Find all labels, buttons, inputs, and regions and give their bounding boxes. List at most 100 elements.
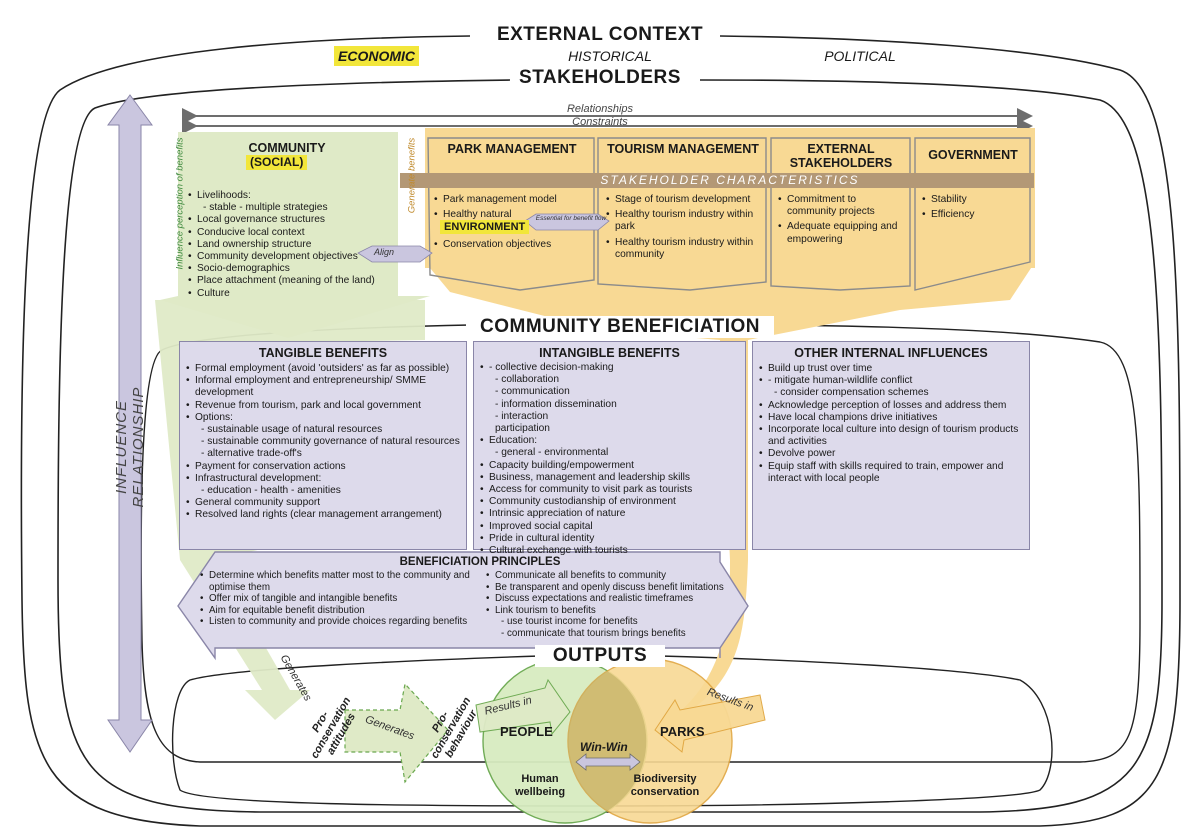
parks-label: PARKS <box>660 724 705 739</box>
intangible-item-text: Improved social capital <box>489 520 593 532</box>
intangible-item-subitem: participation <box>495 423 550 435</box>
intangible-item-text: Access for community to visit park as to… <box>489 484 693 496</box>
community-item: Community development objectives <box>188 251 398 263</box>
tangible-benefits-title: TANGIBLE BENEFITS <box>258 346 388 360</box>
government-list: Stability Efficiency <box>922 194 1026 222</box>
park-management-title: PARK MANAGEMENT <box>447 142 577 156</box>
external-context-title: EXTERNAL CONTEXT <box>496 24 704 45</box>
essential-label: Essential for benefit flow <box>535 215 607 222</box>
other-influence-item-subitem: - consider compensation schemes <box>774 387 929 399</box>
tangible-item: Revenue from tourism, park and local gov… <box>186 400 460 412</box>
environment-badge: ENVIRONMENT <box>440 220 530 234</box>
principle-item: Offer mix of tangible and intangible ben… <box>200 593 478 605</box>
other-influence-item: Have local champions drive initiatives <box>759 412 1023 424</box>
tourism-item: Stage of tourism development <box>606 194 762 206</box>
tangible-item-subitem: - sustainable usage of natural resources <box>201 424 383 436</box>
principle-item: Discuss expectations and realistic timef… <box>486 593 738 605</box>
tangible-item-text: General community support <box>195 497 321 509</box>
community-beneficiation-title: COMMUNITY BENEFICIATION <box>466 316 774 338</box>
tourism-item: Healthy tourism industry within park <box>606 209 762 233</box>
principles-right-list: Communicate all benefits to communityBe … <box>486 570 738 640</box>
intangible-item-text: Community custodianship of environment <box>489 496 676 508</box>
intangible-item: Business, management and leadership skil… <box>480 472 739 484</box>
intangible-item: Capacity building/empowerment <box>480 460 739 472</box>
people-label: PEOPLE <box>500 724 553 739</box>
other-internal-influences-title: OTHER INTERNAL INFLUENCES <box>794 346 988 360</box>
generate-benefits-label: Generate benefits <box>406 137 418 214</box>
other-influence-item: Build up trust over time <box>759 363 1023 375</box>
intangible-item-subitem: - information dissemination <box>495 398 617 410</box>
principle-item-text: Discuss expectations and realistic timef… <box>495 593 694 605</box>
principles-left-list: Determine which benefits matter most to … <box>200 570 478 628</box>
other-influence-item-text: - mitigate human-wildlife conflict <box>768 375 913 387</box>
tangible-item-text: Payment for conservation actions <box>195 460 346 472</box>
intangible-item: Cultural exchange with tourists <box>480 545 739 557</box>
intangible-item: Access for community to visit park as to… <box>480 484 739 496</box>
tangible-item-text: Infrastructural development: <box>195 472 322 484</box>
intangible-item: Education:- general - environmental <box>480 435 739 459</box>
intangible-item-text: Cultural exchange with tourists <box>489 545 628 557</box>
tangible-item: General community support <box>186 497 460 509</box>
community-item: Livelihoods:- stable - multiple strategi… <box>188 190 398 214</box>
influence-perception-label: Influence perception of benefits <box>174 137 186 270</box>
community-list: Livelihoods:- stable - multiple strategi… <box>188 190 398 300</box>
intangible-item-text: Pride in cultural identity <box>489 532 595 544</box>
principle-item-text: Communicate all benefits to community <box>495 570 666 581</box>
other-influence-item: Incorporate local culture into design of… <box>759 424 1023 448</box>
stakeholders-title: STAKEHOLDERS <box>519 67 681 88</box>
other-influence-item: Devolve power <box>759 448 1023 460</box>
government-item: Stability <box>922 194 1026 206</box>
community-social-badge: (SOCIAL) <box>246 155 308 170</box>
community-item-text: Place attachment (meaning of the land) <box>197 275 375 287</box>
intangible-item: Improved social capital <box>480 521 739 533</box>
economic-label: ECONOMIC <box>334 46 419 66</box>
tangible-item-subitem: - sustainable community governance of na… <box>201 436 460 448</box>
external-stakeholders-title: EXTERNAL STAKEHOLDERS <box>789 142 893 170</box>
park-management-list: Park management model Healthy natural Co… <box>434 194 594 252</box>
community-item-text: Culture <box>197 287 230 299</box>
characteristics-bar-shape <box>400 173 1034 188</box>
tourism-item: Healthy tourism industry within communit… <box>606 237 762 261</box>
community-item: Conducive local context <box>188 227 398 239</box>
principle-item-text: Listen to community and provide choices … <box>209 616 468 628</box>
external-context-ring <box>20 35 1181 827</box>
community-item: Local governance structures <box>188 214 398 226</box>
other-influence-item-text: Have local champions drive initiatives <box>768 411 938 423</box>
tangible-item-subitem: - education - health - amenities <box>201 485 341 497</box>
winwin-label: Win-Win <box>580 740 628 754</box>
intangible-item: Pride in cultural identity <box>480 533 739 545</box>
other-influence-item-text: Build up trust over time <box>768 363 873 374</box>
results-in-left-arrow <box>475 678 571 736</box>
other-influence-item-text: Devolve power <box>768 448 836 460</box>
community-title: COMMUNITY <box>248 141 326 155</box>
community-item-text: Community development objectives <box>197 251 358 263</box>
community-item-text: Conducive local context <box>197 226 305 238</box>
tangible-item-text: Informal employment and entrepreneurship… <box>195 375 427 399</box>
intangible-item: - collective decision-making- collaborat… <box>480 362 739 435</box>
principle-item: Be transparent and openly discuss benefi… <box>486 582 738 594</box>
principle-item: Determine which benefits matter most to … <box>200 570 478 593</box>
results-in-right-arrow <box>654 694 766 753</box>
beneficiation-principles-title: BENEFICIATION PRINCIPLES <box>399 556 561 568</box>
other-influence-item: Equip staff with skills required to trai… <box>759 461 1023 485</box>
tangible-item: Informal employment and entrepreneurship… <box>186 375 460 399</box>
park-item: Healthy natural <box>434 209 594 221</box>
political-label: POLITICAL <box>824 48 896 64</box>
external-item: Commitment to community projects <box>778 194 908 218</box>
principle-item-text: Determine which benefits matter most to … <box>209 570 470 593</box>
historical-label: HISTORICAL <box>568 48 652 64</box>
other-influence-item-text: Incorporate local culture into design of… <box>768 424 1019 448</box>
stakeholder-characteristics-bar: STAKEHOLDER CHARACTERISTICS <box>600 173 860 187</box>
winwin-overlap <box>567 671 647 811</box>
outputs-title: OUTPUTS <box>535 645 665 667</box>
intangible-item: Community custodianship of environment <box>480 496 739 508</box>
tangible-item-text: Resolved land rights (clear management a… <box>195 509 442 521</box>
intangible-item-text: - collective decision-making <box>489 362 614 373</box>
principle-item: Link tourism to benefits- use tourist in… <box>486 605 738 640</box>
community-item: Socio-demographics <box>188 263 398 275</box>
influence-relationship-label: INFLUENCE RELATIONSHIP <box>113 386 147 508</box>
tangible-item-subitem: - alternative trade-off's <box>201 448 302 460</box>
principle-item: Communicate all benefits to community <box>486 570 738 582</box>
external-item: Adequate equipping and empowering <box>778 221 908 245</box>
generates-dashed-arrow <box>344 682 449 784</box>
